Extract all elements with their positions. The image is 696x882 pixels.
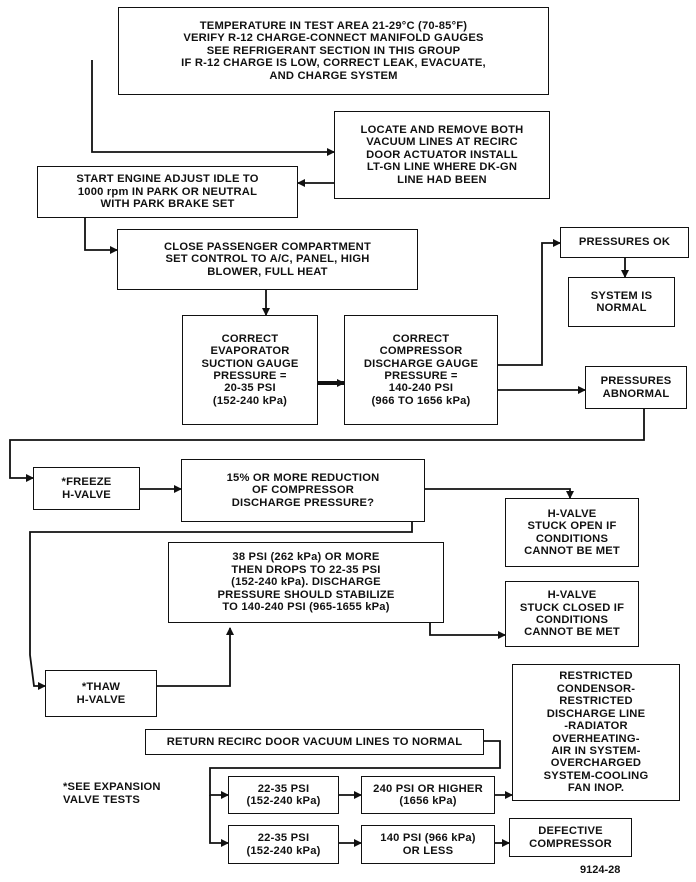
box-temperature-verify-charge: TEMPERATURE IN TEST AREA 21-29°C (70-85°… xyxy=(118,7,549,95)
arrow-temp-to-vacuum xyxy=(91,60,335,156)
box-system-normal: SYSTEM IS NORMAL xyxy=(568,277,675,327)
arrow-reduction-to-stuck-open xyxy=(425,488,574,499)
arrow-abnormal-to-freeze xyxy=(9,409,645,482)
box-evaporator-suction-pressure: CORRECT EVAPORATOR SUCTION GAUGE PRESSUR… xyxy=(182,315,318,425)
figure-number: 9124-28 xyxy=(580,864,621,876)
arrow-reduction-to-thaw xyxy=(29,522,413,690)
box-close-passenger-compartment: CLOSE PASSENGER COMPARTMENT SET CONTROL … xyxy=(117,229,418,290)
arrow-start-to-close xyxy=(84,218,118,254)
footnote-expansion-valve-tests: *SEE EXPANSION VALVE TESTS xyxy=(63,781,161,806)
arrow-return-to-22a xyxy=(209,740,501,799)
box-discharge-reduction-question: 15% OR MORE REDUCTION OF COMPRESSOR DISC… xyxy=(181,459,425,522)
box-return-recirc-vacuum-lines: RETURN RECIRC DOOR VACUUM LINES TO NORMA… xyxy=(145,729,484,755)
box-h-valve-stuck-open: H-VALVE STUCK OPEN IF CONDITIONS CANNOT … xyxy=(505,498,639,567)
box-pressures-ok: PRESSURES OK xyxy=(560,227,689,258)
box-140-psi-or-less: 140 PSI (966 kPa) OR LESS xyxy=(361,825,495,864)
box-38-psi-stabilize: 38 PSI (262 kPa) OR MORE THEN DROPS TO 2… xyxy=(168,542,444,623)
arrow-return-to-22b xyxy=(209,795,229,847)
box-compressor-discharge-pressure: CORRECT COMPRESSOR DISCHARGE GAUGE PRESS… xyxy=(344,315,498,425)
box-start-engine: START ENGINE ADJUST IDLE TO 1000 rpm IN … xyxy=(37,166,298,218)
arrow-thaw-to-38psi xyxy=(157,627,234,687)
box-22-35-psi-upper: 22-35 PSI (152-240 kPa) xyxy=(228,776,339,814)
box-freeze-h-valve: *FREEZE H-VALVE xyxy=(33,467,140,510)
box-restricted-condensor: RESTRICTED CONDENSOR- RESTRICTED DISCHAR… xyxy=(512,664,680,801)
box-22-35-psi-lower: 22-35 PSI (152-240 kPa) xyxy=(228,825,339,864)
arrow-comp-to-ok xyxy=(498,239,561,366)
box-thaw-h-valve: *THAW H-VALVE xyxy=(45,670,157,717)
box-locate-remove-vacuum-lines: LOCATE AND REMOVE BOTH VACUUM LINES AT R… xyxy=(334,111,550,199)
box-240-psi-or-higher: 240 PSI OR HIGHER (1656 kPa) xyxy=(361,776,495,814)
box-h-valve-stuck-closed: H-VALVE STUCK CLOSED IF CONDITIONS CANNO… xyxy=(505,581,639,647)
box-defective-compressor: DEFECTIVE COMPRESSOR xyxy=(509,818,632,857)
box-pressures-abnormal: PRESSURES ABNORMAL xyxy=(585,366,687,409)
arrow-38psi-to-stuck-closed xyxy=(429,623,506,639)
